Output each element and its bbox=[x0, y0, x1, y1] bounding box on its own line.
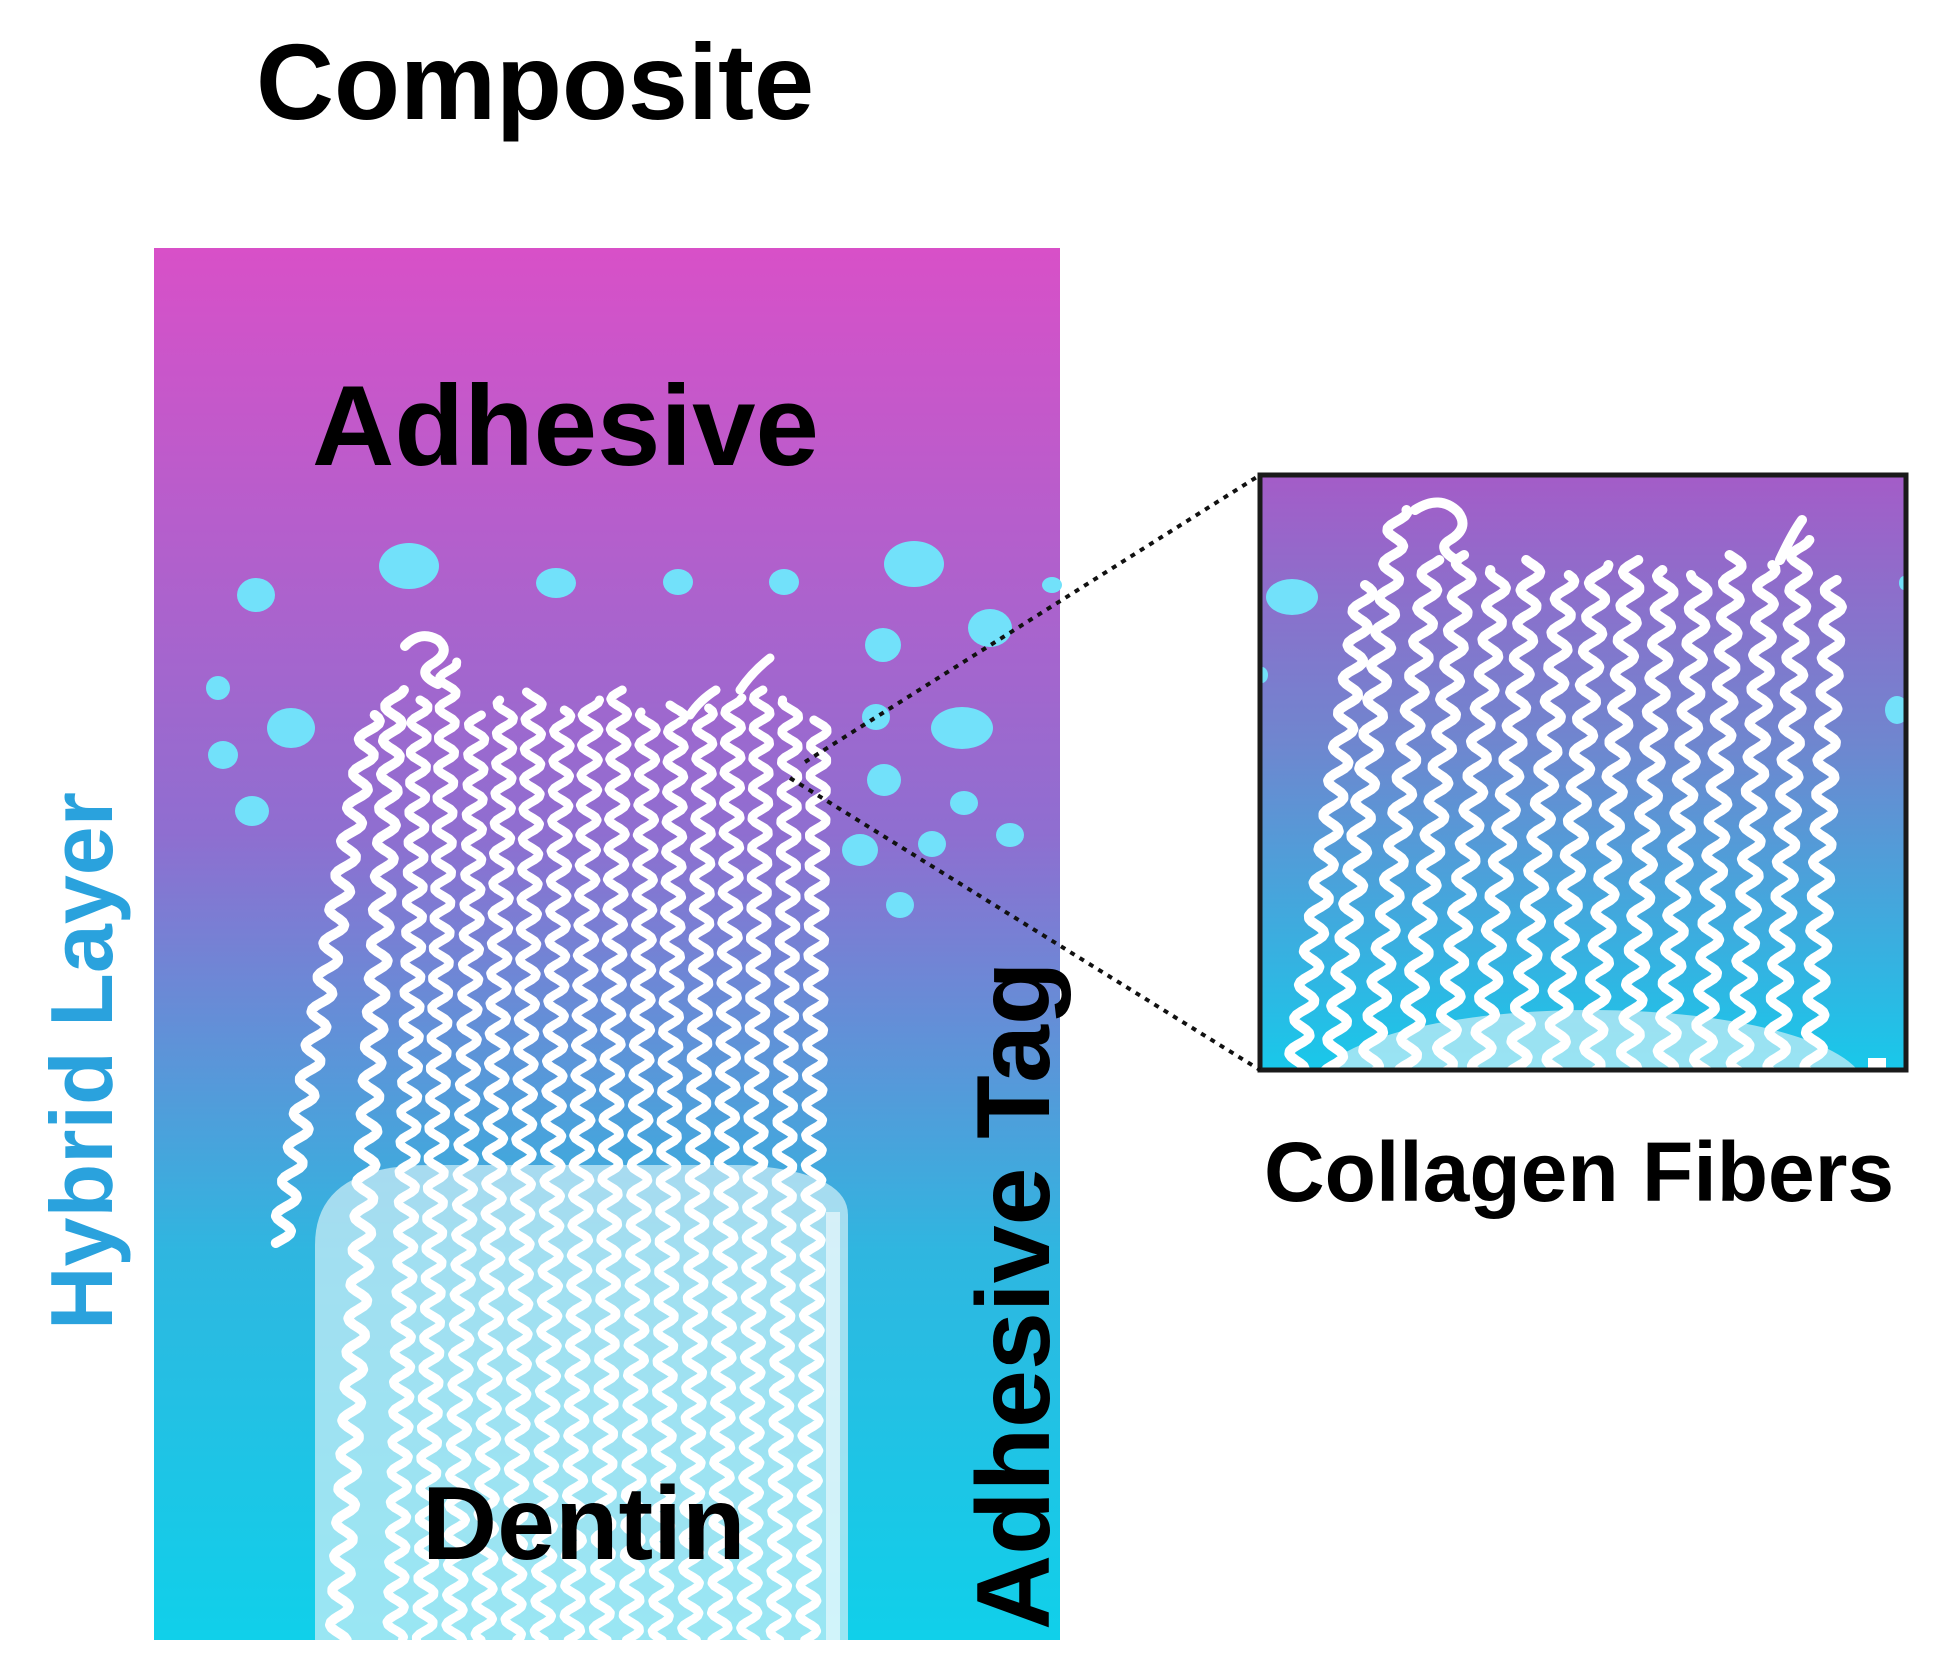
dentin-tubule-highlight bbox=[826, 1212, 840, 1640]
adhesive-tag-label: Adhesive Tag bbox=[956, 961, 1072, 1630]
resin-droplet bbox=[918, 831, 946, 857]
collagen-fiber bbox=[470, 695, 518, 1645]
collagen-fiber bbox=[677, 703, 718, 1645]
resin-droplet bbox=[886, 892, 914, 918]
collagen-fiber bbox=[325, 685, 409, 1645]
inset-collagen-fiber bbox=[1541, 560, 1614, 1070]
resin-droplet bbox=[206, 676, 230, 700]
zoom-guide-upper bbox=[803, 473, 1262, 764]
inset-collagen-fiber bbox=[1652, 570, 1713, 1070]
collagen-fiber bbox=[411, 657, 462, 1645]
resin-droplets bbox=[206, 541, 1062, 918]
resin-droplet bbox=[663, 569, 693, 595]
inset-collagen-fiber bbox=[1466, 555, 1546, 1070]
resin-droplet bbox=[1042, 577, 1062, 593]
resin-droplet bbox=[884, 541, 944, 587]
inset-collagen-fiber bbox=[1319, 505, 1413, 1070]
resin-droplet bbox=[842, 834, 878, 866]
collagen-fiber bbox=[765, 695, 803, 1645]
collagen-fiber-tip bbox=[400, 631, 449, 689]
collagen-fiber-tip bbox=[735, 653, 775, 695]
adhesive-label: Adhesive bbox=[312, 363, 819, 490]
collagen-fiber bbox=[500, 687, 547, 1645]
dentin-label: Dentin bbox=[422, 1466, 746, 1582]
resin-droplet bbox=[996, 823, 1024, 847]
collagen-fiber bbox=[707, 693, 747, 1645]
inset-collagen-fiber bbox=[1725, 560, 1781, 1070]
inset-collagen-fiber bbox=[1616, 565, 1679, 1070]
resin-droplet bbox=[950, 791, 978, 815]
inset-collagen-fiber bbox=[1392, 550, 1477, 1070]
inset-collagen-fiber bbox=[1358, 555, 1445, 1070]
inset-collagen-fiber bbox=[1762, 535, 1815, 1070]
resin-droplet bbox=[867, 764, 901, 796]
resin-droplet bbox=[235, 796, 269, 826]
resin-droplet bbox=[536, 568, 576, 598]
inset-collagen-fiber bbox=[1579, 555, 1645, 1070]
magnified-inset bbox=[1257, 472, 1909, 1073]
collagen-fiber bbox=[588, 685, 632, 1645]
collagen-fiber bbox=[736, 685, 775, 1645]
resin-droplet bbox=[379, 543, 439, 589]
inset-collagen-fiber-tip bbox=[1775, 515, 1807, 565]
inset-collagen-fibers bbox=[1284, 497, 1847, 1070]
inset-collagen-fiber bbox=[1799, 575, 1847, 1070]
resin-droplet bbox=[865, 628, 901, 662]
collagen-fiber-tip bbox=[685, 685, 721, 720]
inset-resin-droplet bbox=[1266, 579, 1318, 615]
resin-droplet bbox=[267, 708, 315, 748]
composite-label: Composite bbox=[256, 21, 815, 142]
collagen-fiber bbox=[270, 710, 385, 1248]
inset-collagen-fiber-tip bbox=[1410, 497, 1468, 565]
resin-droplet bbox=[237, 578, 275, 612]
inset-collagen-fiber bbox=[1504, 570, 1580, 1070]
hybrid-layer-label: Hybrid Layer bbox=[32, 792, 131, 1330]
resin-droplet bbox=[968, 609, 1012, 647]
collagen-fiber bbox=[529, 705, 576, 1645]
collagen-fiber bbox=[382, 695, 433, 1645]
collagen-fibers bbox=[270, 631, 832, 1645]
inset-border bbox=[1257, 472, 1909, 1073]
collagen-fiber bbox=[559, 695, 604, 1645]
resin-droplet bbox=[208, 741, 238, 769]
collagen-fiber bbox=[441, 710, 490, 1645]
zoom-guide-lower bbox=[788, 776, 1262, 1072]
collagen-fiber bbox=[647, 700, 690, 1645]
resin-droplet bbox=[769, 569, 799, 595]
collagen-fiber bbox=[795, 715, 832, 1645]
inset-collagen-fiber bbox=[1432, 565, 1511, 1070]
resin-droplet bbox=[931, 707, 993, 749]
collagen-fibers-label: Collagen Fibers bbox=[1264, 1125, 1895, 1219]
inset-collagen-fiber bbox=[1689, 550, 1747, 1070]
inset-resin-droplet bbox=[1885, 696, 1906, 724]
collagen-fiber bbox=[618, 707, 661, 1645]
inset-collagen-fiber bbox=[1284, 580, 1378, 1070]
resin-droplet bbox=[862, 704, 890, 730]
